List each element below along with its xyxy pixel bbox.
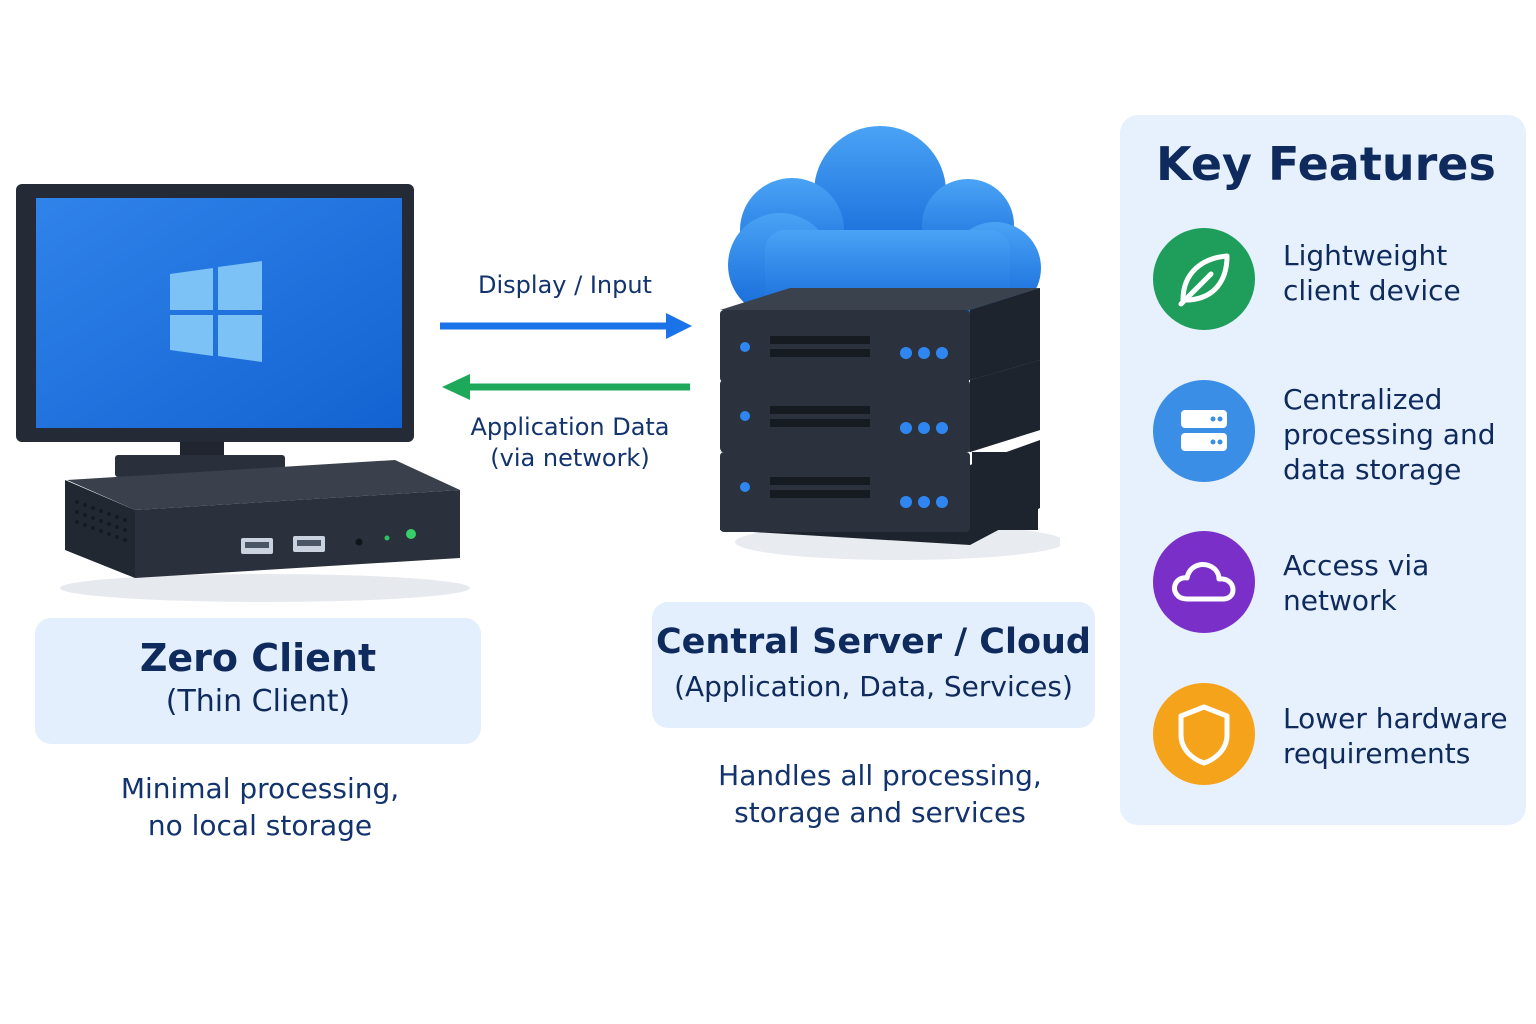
key-features-title: Key Features <box>1156 137 1496 191</box>
feature-line: client device <box>1283 274 1461 307</box>
data-flow-arrows <box>440 313 692 400</box>
application-data-arrow <box>442 374 690 400</box>
server-caption: Handles all processing, storage and serv… <box>680 757 1080 831</box>
feature-line: Centralized <box>1283 383 1443 416</box>
application-data-label: Application Data (via network) <box>455 412 685 474</box>
feature-line: data storage <box>1283 453 1462 486</box>
usb-port-icon <box>293 536 325 552</box>
zero-client-caption: Minimal processing, no local storage <box>60 770 460 844</box>
server-subtitle: (Application, Data, Services) <box>674 670 1073 703</box>
display-input-arrow <box>440 313 692 339</box>
leaf-icon <box>1153 228 1255 330</box>
application-data-line: Application Data <box>470 413 670 441</box>
server-card: Central Server / Cloud (Application, Dat… <box>652 602 1095 728</box>
feature-line: network <box>1283 584 1397 617</box>
zero-client-box-illustration <box>60 455 470 602</box>
caption-line: storage and services <box>734 796 1026 829</box>
feature-line: Lower hardware <box>1283 702 1508 735</box>
feature-line: Access via <box>1283 549 1430 582</box>
shield-icon <box>1153 683 1255 785</box>
usb-port-icon <box>241 538 273 554</box>
feature-item: Access via network <box>1153 531 1523 636</box>
server-icon <box>1153 380 1255 482</box>
cloud-icon <box>1153 531 1255 633</box>
feature-item: Lightweight client device <box>1153 228 1523 333</box>
feature-line: Lightweight <box>1283 239 1448 272</box>
server-unit <box>720 288 1040 382</box>
caption-line: Minimal processing, <box>120 772 400 805</box>
key-features-panel: Key Features Lightweight client device C… <box>1120 115 1526 825</box>
monitor-illustration <box>16 184 414 468</box>
display-input-label: Display / Input <box>478 271 652 299</box>
caption-line: Handles all processing, <box>718 759 1042 792</box>
feature-line: requirements <box>1283 737 1471 770</box>
server-title: Central Server / Cloud <box>655 622 1091 662</box>
via-network-line: (via network) <box>490 444 650 472</box>
windows-logo-icon <box>170 261 262 362</box>
zero-client-card: Zero Client (Thin Client) <box>35 618 481 744</box>
zero-client-title: Zero Client <box>139 636 377 680</box>
feature-line: processing and <box>1283 418 1496 451</box>
feature-item: Centralized processing and data storage <box>1153 380 1523 486</box>
zero-client-subtitle: (Thin Client) <box>165 684 351 719</box>
server-stack-illustration <box>720 288 1060 560</box>
feature-item: Lower hardware requirements <box>1153 683 1523 788</box>
caption-line: no local storage <box>147 809 373 842</box>
